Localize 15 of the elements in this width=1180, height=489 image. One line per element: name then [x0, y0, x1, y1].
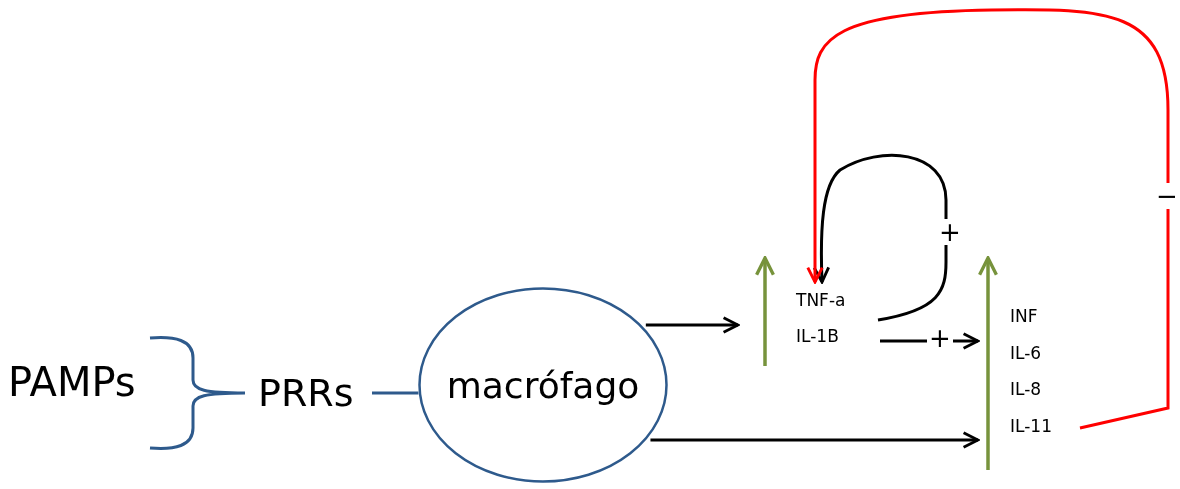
arrow	[645, 316, 740, 334]
node-label: PRRs	[258, 370, 355, 417]
cell-ellipse	[418, 287, 668, 483]
node-label: IL-6	[1010, 341, 1043, 365]
node-label: macrófago	[446, 364, 640, 406]
node-label: INF	[1010, 305, 1039, 328]
node-label: IL-8	[1010, 378, 1043, 401]
arrow	[812, 154, 948, 322]
node-label: IL-11	[1010, 414, 1053, 438]
node-label: PAMPs	[8, 358, 137, 407]
node-label: TNF-a	[796, 289, 847, 312]
node-label: IL-1B	[796, 325, 840, 348]
connector-line	[372, 391, 419, 395]
arrow	[806, 8, 1170, 430]
arrow	[650, 431, 980, 449]
